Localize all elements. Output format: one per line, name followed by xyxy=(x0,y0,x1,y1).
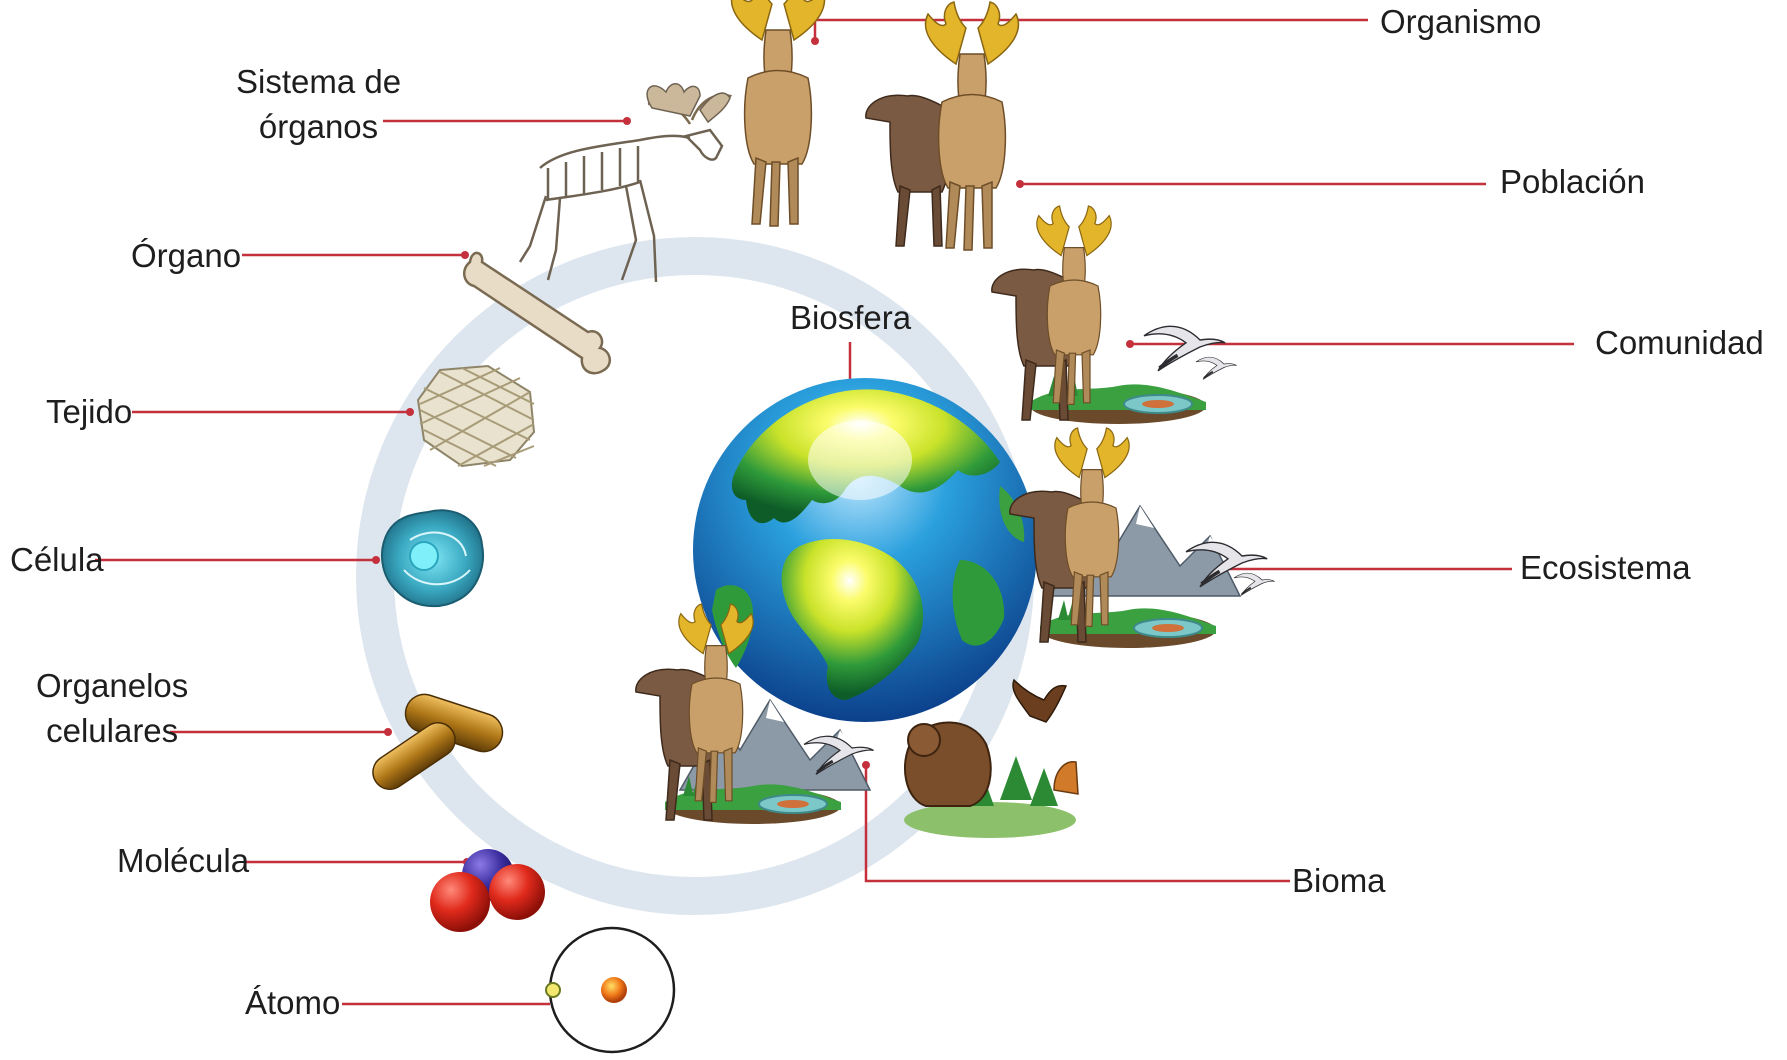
label-atomo: Átomo xyxy=(245,981,340,1026)
label-organelos-line1: Organelos xyxy=(36,664,188,709)
label-poblacion: Población xyxy=(1500,160,1645,205)
label-tejido: Tejido xyxy=(46,390,132,435)
label-sistema-line1: Sistema de xyxy=(236,60,401,105)
label-sistema-de-organos: Sistema de órganos xyxy=(236,60,401,149)
label-ecosistema: Ecosistema xyxy=(1520,546,1691,591)
label-organelos-celulares: Organelos celulares xyxy=(36,664,188,753)
community-illustration xyxy=(992,206,1237,424)
population-illustration xyxy=(866,2,1019,250)
label-bioma: Bioma xyxy=(1292,859,1386,904)
skeleton-antlers xyxy=(647,84,730,122)
label-organo: Órgano xyxy=(131,234,241,279)
tissue-illustration xyxy=(418,366,534,466)
label-sistema-line2: órganos xyxy=(236,105,401,150)
label-molecula: Molécula xyxy=(117,839,249,884)
label-organelos-line2: celulares xyxy=(36,709,188,754)
cell-illustration xyxy=(382,510,483,606)
label-comunidad: Comunidad xyxy=(1595,321,1764,366)
biosphere-globe-illustration xyxy=(693,378,1037,722)
label-organismo: Organismo xyxy=(1380,0,1541,45)
atom-illustration xyxy=(546,928,674,1052)
organism-moose-illustration xyxy=(732,0,825,226)
label-biosfera: Biosfera xyxy=(790,296,911,341)
label-celula: Célula xyxy=(10,538,104,583)
ecosystem-illustration xyxy=(1010,428,1275,648)
